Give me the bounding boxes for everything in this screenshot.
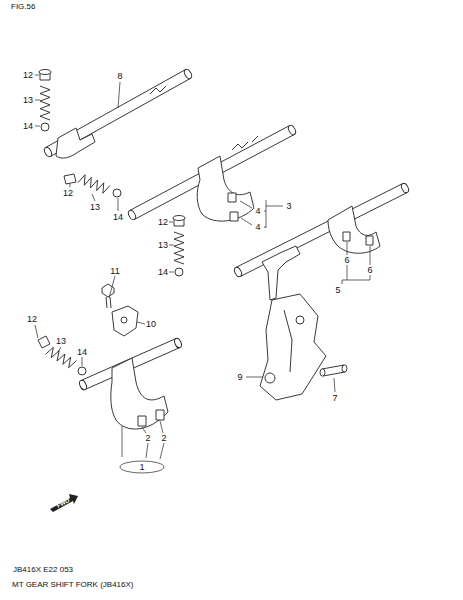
shift-fork xyxy=(56,128,95,158)
callout-number: 3 xyxy=(285,202,292,211)
ball xyxy=(41,123,183,375)
fork-pad xyxy=(156,410,164,420)
callout-number: 9 xyxy=(236,373,243,382)
callout-number: 12 xyxy=(157,218,169,227)
spring-coil xyxy=(174,232,184,264)
shift-fork xyxy=(111,358,168,429)
figure-code: JB416X E22 053 xyxy=(12,566,74,574)
fork-pad xyxy=(343,232,350,241)
leader-line xyxy=(35,75,370,473)
callout-number: 10 xyxy=(145,320,157,329)
figure-caption: MT GEAR SHIFT FORK (JB416X) xyxy=(12,580,134,589)
spring-coil xyxy=(40,86,50,120)
plug xyxy=(38,70,185,349)
callout-number: 14 xyxy=(112,213,124,222)
interlock-bracket xyxy=(112,306,138,336)
callout-number: 12 xyxy=(62,189,74,198)
callout-number: 4 xyxy=(254,207,261,216)
figure-code: FIG.56 xyxy=(10,3,36,11)
callout-number: 13 xyxy=(89,203,101,212)
forward-arrow xyxy=(50,494,78,512)
callout-number: 14 xyxy=(22,122,34,131)
callout-number: 14 xyxy=(157,268,169,277)
shift-rod xyxy=(233,182,410,278)
fork-pad xyxy=(228,193,236,202)
shift-fork xyxy=(328,206,380,253)
spring xyxy=(40,86,184,368)
callout-number: 5 xyxy=(334,286,341,295)
callout-number: 13 xyxy=(22,96,34,105)
spring-coil xyxy=(78,175,110,194)
spring-coil xyxy=(46,347,77,367)
callout-number: 14 xyxy=(76,348,88,357)
callout-number: 12 xyxy=(22,71,34,80)
callout-number: 4 xyxy=(254,223,261,232)
callout-number: 2 xyxy=(160,434,167,443)
callout-number: 12 xyxy=(26,315,38,324)
callout-number: 2 xyxy=(144,434,151,443)
pin xyxy=(320,365,347,376)
shift-lever xyxy=(262,246,300,300)
callout-number: 13 xyxy=(157,241,169,250)
bolt xyxy=(102,284,114,308)
fork-pad xyxy=(230,212,238,221)
callout-number: 8 xyxy=(116,72,123,81)
callout-number: 1 xyxy=(138,463,145,472)
callout-number: 6 xyxy=(366,266,373,275)
callout-number: 11 xyxy=(109,267,120,276)
callout-number: 7 xyxy=(331,394,338,403)
shift-fork xyxy=(197,156,254,221)
fork-pad xyxy=(366,236,373,245)
callout-number: 13 xyxy=(55,337,67,346)
fork-pad xyxy=(138,416,146,426)
shift-rod xyxy=(43,68,193,158)
callout-number: 6 xyxy=(343,256,350,265)
shift-plate xyxy=(260,294,326,400)
direction-label: FWD xyxy=(55,497,72,510)
